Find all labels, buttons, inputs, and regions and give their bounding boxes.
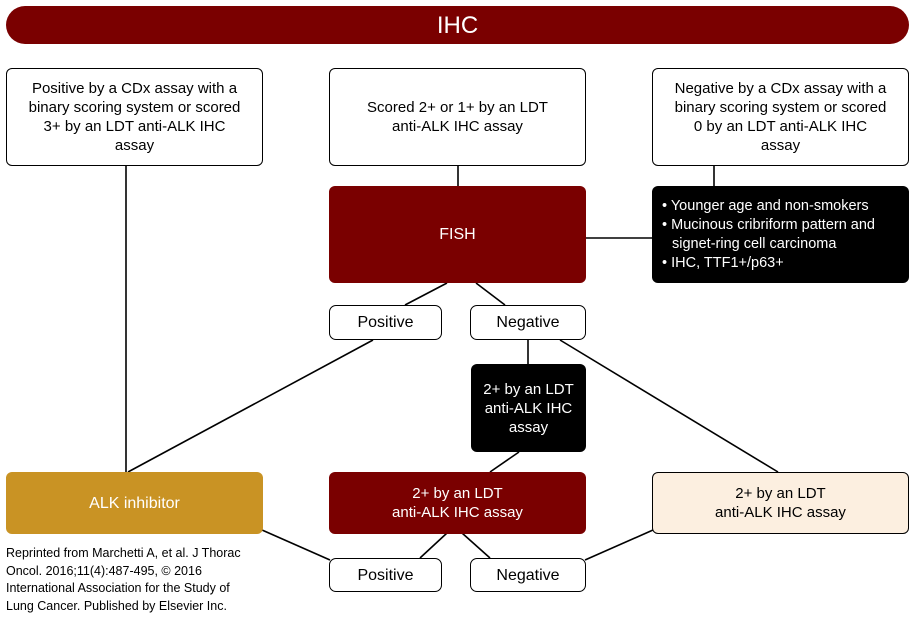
pill-fish-negative-text: Negative (496, 314, 560, 331)
pill-bottom-negative-text: Negative (496, 566, 560, 584)
citation-caption: Reprinted from Marchetti A, et al. J Tho… (6, 546, 241, 613)
box-ldt-maroon-text: 2+ by an LDT anti-ALK IHC assay (392, 485, 523, 521)
box-positive-cdx: Positive by a CDx assay with a binary sc… (6, 68, 263, 166)
connector-negative-to-cream (559, 339, 779, 473)
box-alk-inhibitor-text: ALK inhibitor (89, 494, 180, 512)
connector-black-to-maroon (489, 451, 520, 473)
pill-bottom-negative: Negative (470, 558, 586, 592)
pill-bottom-positive-text: Positive (357, 566, 414, 584)
box-scored-2-1-text: Scored 2+ or 1+ by an LDT anti-ALK IHC a… (367, 99, 548, 135)
pill-fish-positive: Positive (329, 305, 442, 340)
box-positive-cdx-text: Positive by a CDx assay with a binary sc… (28, 80, 241, 154)
box-negative-cdx: Negative by a CDx assay with a binary sc… (652, 68, 909, 166)
criteria-item: IHC, TTF1+/p63+ (660, 254, 909, 273)
box-ldt-maroon: 2+ by an LDT anti-ALK IHC assay (329, 472, 586, 534)
box-alk-inhibitor: ALK inhibitor (6, 472, 263, 534)
box-ldt-black: 2+ by an LDT anti-ALK IHC assay (471, 364, 586, 452)
ihc-header: IHC (6, 6, 909, 44)
box-ldt-cream: 2+ by an LDT anti-ALK IHC assay (652, 472, 909, 534)
criteria-item: Younger age and non-smokers (660, 197, 909, 216)
criteria-list: Younger age and non-smokers Mucinous cri… (660, 197, 909, 273)
connector-cream-to-bottom-negative (584, 529, 654, 561)
connector-fish-to-negative (475, 282, 506, 306)
criteria-item: Mucinous cribriform pattern and signet-r… (660, 216, 909, 254)
box-negative-cdx-text: Negative by a CDx assay with a binary sc… (674, 80, 887, 154)
box-ldt-black-text: 2+ by an LDT anti-ALK IHC assay (483, 380, 574, 436)
box-fish-text: FISH (439, 226, 476, 243)
pill-fish-positive-text: Positive (357, 314, 414, 331)
connector-maroon-to-bottom-negative (461, 532, 491, 559)
box-fish: FISH (329, 186, 586, 283)
connector-alk-to-bottom-positive (261, 529, 331, 561)
connector-positive-to-alk (127, 339, 374, 473)
pill-fish-negative: Negative (470, 305, 586, 340)
pill-bottom-positive: Positive (329, 558, 442, 592)
box-criteria: Younger age and non-smokers Mucinous cri… (652, 186, 909, 283)
connector-fish-to-positive (404, 282, 448, 306)
box-scored-2-1: Scored 2+ or 1+ by an LDT anti-ALK IHC a… (329, 68, 586, 166)
box-ldt-cream-text: 2+ by an LDT anti-ALK IHC assay (715, 485, 846, 521)
ihc-header-title: IHC (436, 11, 479, 39)
connector-maroon-to-bottom-positive (419, 532, 448, 559)
